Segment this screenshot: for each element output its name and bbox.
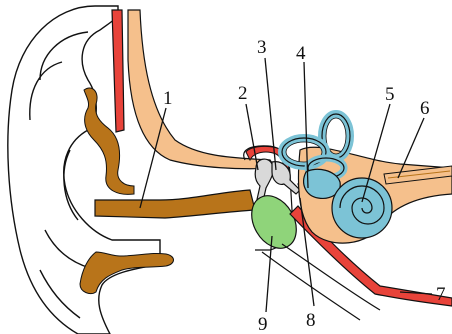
label-9: 9 <box>258 314 268 334</box>
cochlea <box>332 178 392 238</box>
label-7: 7 <box>436 284 446 305</box>
label-4: 4 <box>296 43 306 64</box>
ear-canal <box>95 190 255 218</box>
label-2: 2 <box>238 83 248 104</box>
label-3: 3 <box>257 37 267 58</box>
label-8: 8 <box>306 310 316 331</box>
vessel-top <box>112 10 124 132</box>
label-1: 1 <box>163 88 173 109</box>
label-5: 5 <box>385 84 395 105</box>
label-6: 6 <box>420 98 430 119</box>
